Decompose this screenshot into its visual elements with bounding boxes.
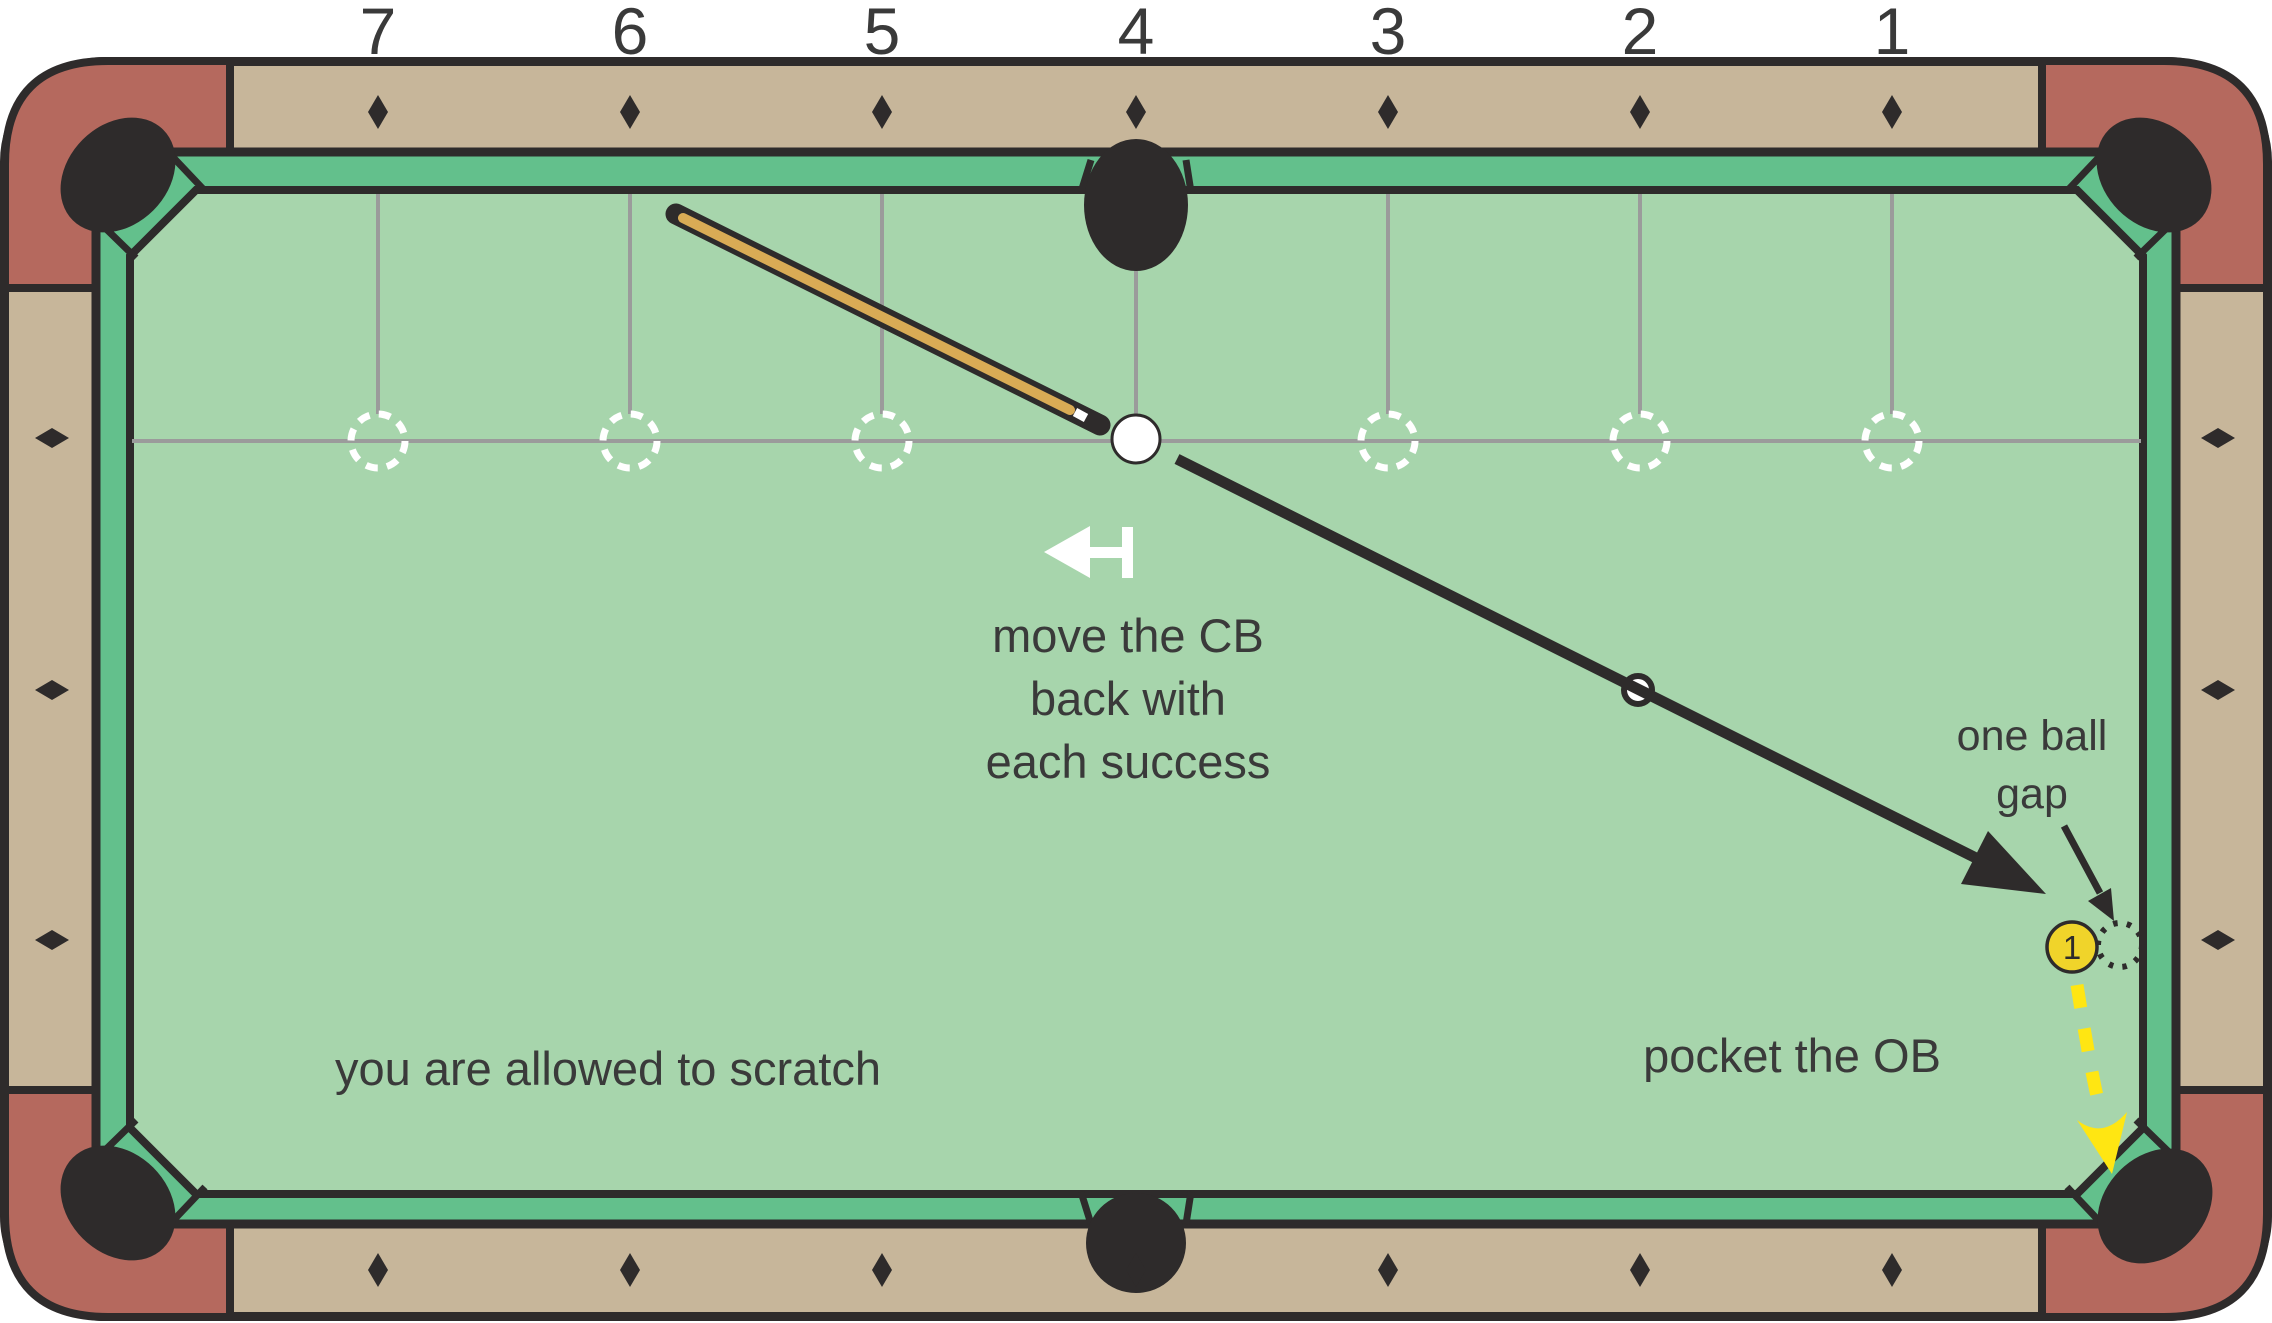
ghost-ball-circles [347, 410, 1923, 472]
ghost-cue-ball-position [599, 410, 661, 472]
rail-number-5: 5 [864, 0, 901, 68]
cb-instruction-line-1: move the CB [992, 609, 1264, 662]
rail-diamond-bottom [368, 1253, 388, 1287]
ghost-cue-ball-position [1357, 410, 1419, 472]
gap-note-line-1: one ball [1957, 712, 2108, 760]
scratch-note-text: you are allowed to scratch [335, 1042, 881, 1095]
rail-diamond-left [35, 428, 69, 448]
rail-diamond-bottom [620, 1253, 640, 1287]
rail-diamond-left [35, 680, 69, 700]
pocket-top-left [60, 117, 176, 233]
rail-diamond-left [35, 930, 69, 950]
object-ball-number: 1 [2063, 929, 2081, 966]
ghost-cue-ball-position [347, 410, 409, 472]
rail-number-7: 7 [360, 0, 397, 68]
pocket-bottom-side [1086, 1193, 1186, 1293]
rail-diamond-top [620, 95, 640, 129]
pocket-bottom-right [2097, 1148, 2213, 1264]
pocket-bottom-left [60, 1145, 176, 1261]
rail-diamond-top [1882, 95, 1902, 129]
cue-stick [665, 203, 1111, 436]
rail-diamond-right [2201, 930, 2235, 950]
rail-diamond-bottom [1378, 1253, 1398, 1287]
rail-diamond-bottom [1126, 1253, 1146, 1287]
rail-numbers: 7 6 5 4 3 2 1 [360, 0, 1911, 68]
rail-diamond-top [1630, 95, 1650, 129]
pockets [60, 117, 2213, 1293]
rail-diamond-top [1378, 95, 1398, 129]
ghost-cue-ball-position [1609, 410, 1671, 472]
object-ball-1: 1 [2045, 920, 2099, 974]
rail-diamond-top [872, 95, 892, 129]
ghost-cue-ball-position [851, 410, 913, 472]
gap-note-text: one ball gap [1957, 712, 2108, 818]
rail-diamond-right [2201, 428, 2235, 448]
rail-number-6: 6 [612, 0, 649, 68]
cb-instruction-line-2: back with [1030, 672, 1226, 725]
pocket-top-side [1084, 139, 1188, 271]
rail-diamonds [35, 95, 2235, 1287]
pocket-top-right [2096, 117, 2212, 233]
rail-diamond-top [1126, 95, 1146, 129]
rail-number-2: 2 [1622, 0, 1659, 68]
ghost-cue-ball-position [1861, 410, 1923, 472]
object-ball-path-arrowhead [2077, 1112, 2127, 1174]
move-back-arrow-icon [1044, 526, 1133, 578]
pocket-jaw-seams [95, 151, 2177, 1227]
cue-ball [1110, 413, 1162, 465]
cb-instruction-line-3: each success [986, 735, 1271, 788]
cb-instruction-text: move the CB back with each success [986, 609, 1271, 788]
rail-number-1: 1 [1874, 0, 1911, 68]
rail-diamond-bottom [872, 1253, 892, 1287]
shot-line [1174, 454, 2046, 894]
gap-note-line-2: gap [1996, 770, 2068, 818]
shot-line-arrowhead [1961, 831, 2046, 894]
rail-diamond-right [2201, 680, 2235, 700]
rail-number-3: 3 [1370, 0, 1407, 68]
cue-tip-stripe [1072, 408, 1089, 422]
rail-diamond-bottom [1630, 1253, 1650, 1287]
rail-diamond-top [368, 95, 388, 129]
gap-pointer-arrow [2060, 824, 2114, 921]
objective-note-text: pocket the OB [1643, 1029, 1941, 1082]
object-ball-path-arrow [2070, 983, 2127, 1174]
rail-diamond-bottom [1882, 1253, 1902, 1287]
sight-lines [376, 194, 1894, 414]
rail-number-4: 4 [1118, 0, 1155, 68]
ghost-object-ball-circle [2095, 920, 2145, 970]
